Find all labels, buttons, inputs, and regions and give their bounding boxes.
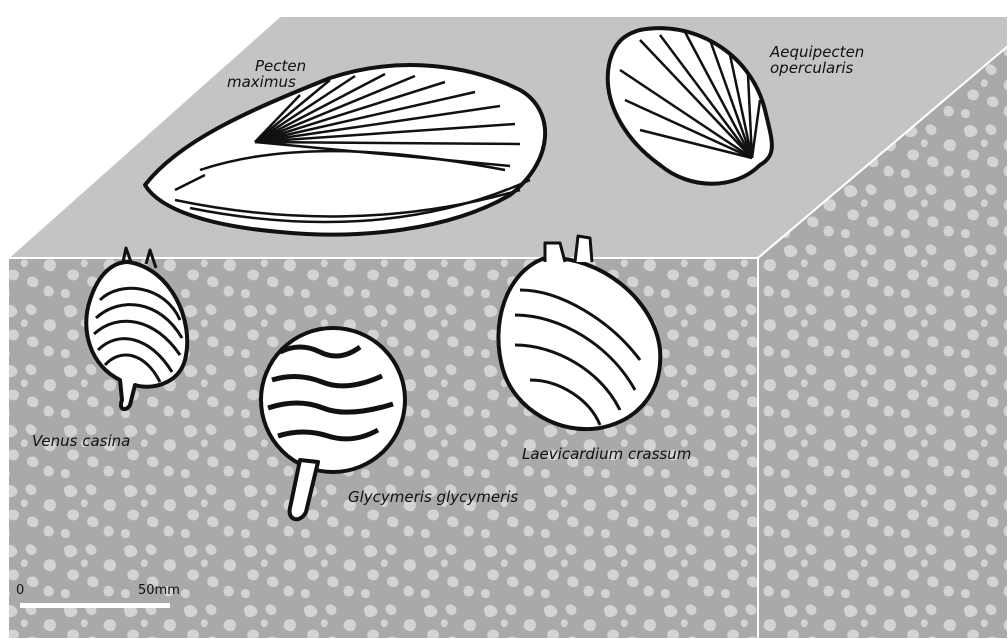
label-laevicardium-crassum: Laevicardium crassum [522,446,691,462]
label-venus-casina: Venus casina [32,433,130,449]
scale-start-label: 0 [16,583,24,598]
label-aequipecten-opercularis: Aequipecten opercularis [770,44,864,76]
scale-end-label: 50mm [138,583,180,598]
scale-bar [20,603,170,608]
label-pecten-maximus: Pecten maximus [227,58,306,90]
label-glycymeris-glycymeris: Glycymeris glycymeris [348,489,518,505]
